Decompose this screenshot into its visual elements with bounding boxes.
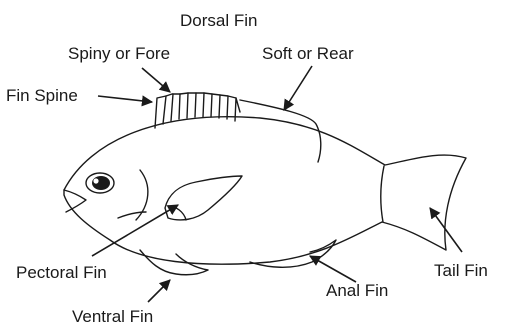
ventral-fin-arrow <box>148 280 170 302</box>
dorsal-fin-label: Dorsal Fin <box>180 12 257 29</box>
spiny-fore-arrow <box>142 68 170 92</box>
pectoral-fin-shape <box>165 176 242 220</box>
soft-rear-label: Soft or Rear <box>262 45 354 62</box>
fish-eye <box>86 173 114 193</box>
soft-rear-arrow <box>284 66 312 110</box>
fin-spine-arrow <box>98 96 152 102</box>
ventral-fin-shape <box>140 250 208 275</box>
dorsal-fin-soft <box>240 100 321 162</box>
fin-spine-label: Fin Spine <box>6 87 78 104</box>
anal-fin-arrow <box>310 256 356 282</box>
ventral-fin-label: Ventral Fin <box>72 308 153 325</box>
tail-fin-label: Tail Fin <box>434 262 488 279</box>
pectoral-fin-label: Pectoral Fin <box>16 264 107 281</box>
fish-body-outline <box>64 117 466 264</box>
pectoral-fin-base <box>168 206 186 220</box>
anal-fin-label: Anal Fin <box>326 282 388 299</box>
tail-base-line <box>381 166 384 222</box>
dorsal-fin-spines <box>163 93 236 124</box>
spiny-fore-label: Spiny or Fore <box>68 45 170 62</box>
